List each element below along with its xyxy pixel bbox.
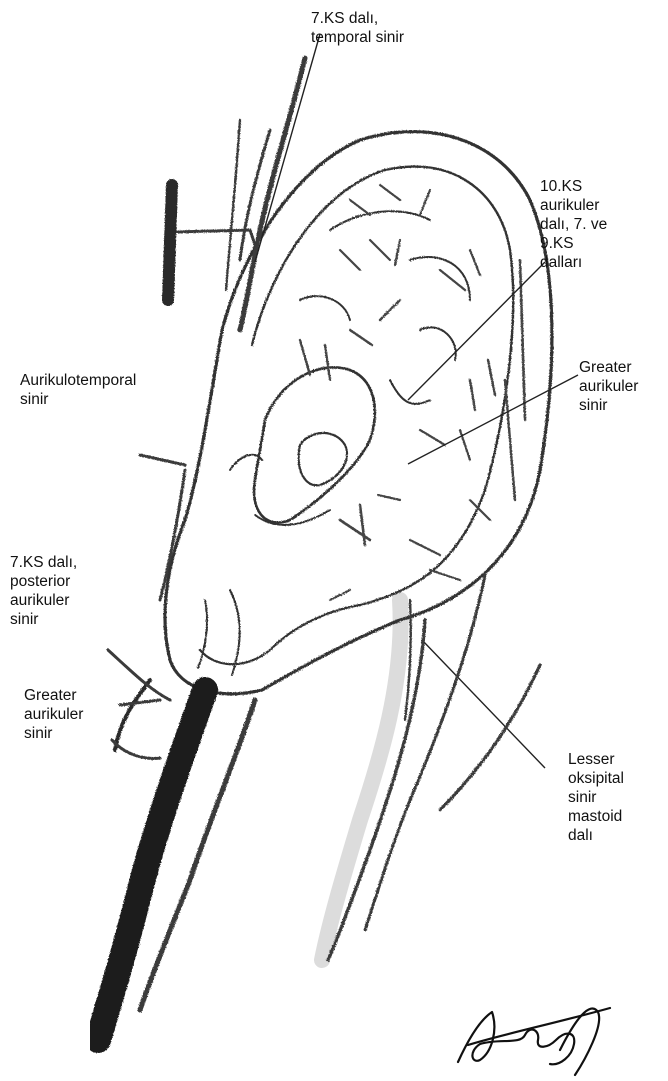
label-greater-auricular-bottom: Greater aurikuler sinir (24, 686, 83, 743)
label-temporal-branch: 7.KS dalı, temporal sinir (311, 9, 404, 47)
label-auriculotemporal: Aurikulotemporal sinir (20, 371, 136, 409)
ear-nerve-strokes (300, 185, 525, 600)
label-posterior-auricular: 7.KS dalı, posterior aurikuler sinir (10, 553, 77, 629)
lesser-occipital-nerves (328, 575, 540, 960)
label-lesser-occipital: Lesser oksipital sinir mastoid dalı (568, 750, 624, 845)
label-greater-auricular-top: Greater aurikuler sinir (579, 358, 638, 415)
pointer-lines (255, 34, 578, 768)
neck-shading (322, 600, 401, 960)
signature-icon (458, 1008, 610, 1075)
label-vagus-auricular: 10.KS aurikuler dalı, 7. ve 9.KS dalları (540, 177, 607, 272)
ear-outline (165, 132, 552, 694)
neck-nerves (98, 650, 255, 1040)
